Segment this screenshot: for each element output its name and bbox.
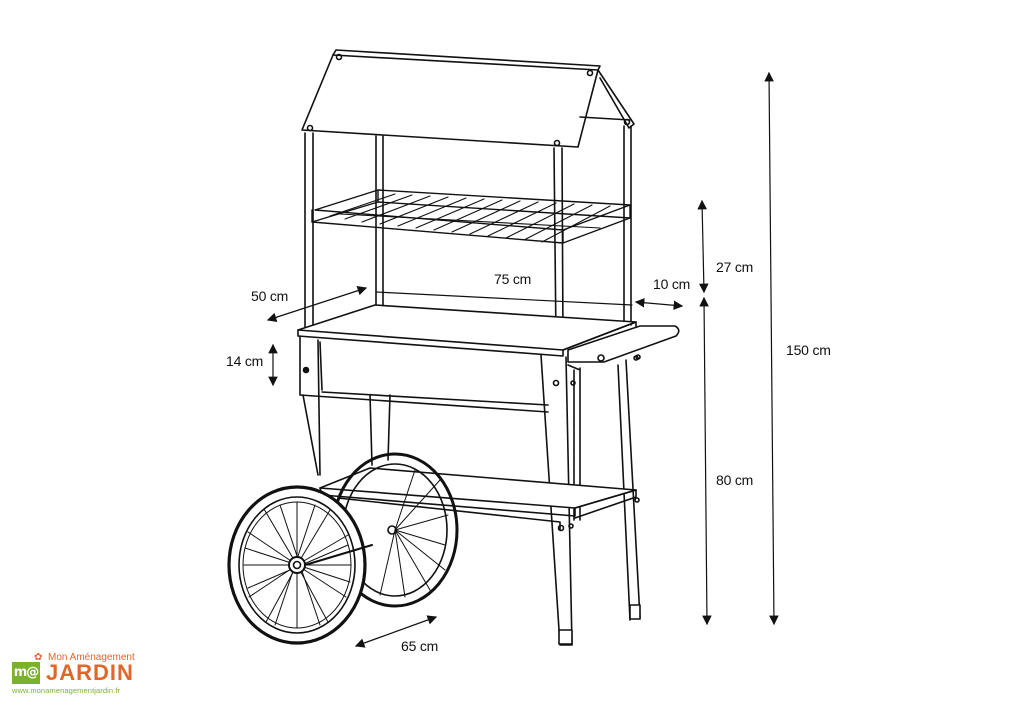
dimension-rack-height-label: 27 cm [716, 259, 754, 275]
planter-box [297, 304, 637, 413]
posts [304, 125, 632, 341]
dimension-arrows [266, 71, 779, 648]
front-wheel [227, 485, 373, 645]
dimension-depth-label: 50 cm [251, 288, 289, 304]
side-shelf [567, 325, 680, 363]
logo-tagline: Mon Aménagement [48, 652, 135, 663]
logo-url: www.monamenagementjardin.fr [12, 686, 121, 695]
flower-icon: ✿ [34, 652, 43, 663]
lower-shelf [319, 467, 637, 531]
logo-mark: m@ [12, 662, 40, 684]
dimension-total-height-label: 150 cm [786, 342, 831, 358]
roof [301, 49, 635, 148]
dimension-width-label: 75 cm [494, 271, 532, 287]
wire-rack [311, 189, 631, 244]
dimension-box-height-label: 14 cm [226, 353, 264, 369]
brand-logo: m@ ✿ Mon Aménagement JARDIN www.monamena… [8, 650, 158, 700]
dimension-side-shelf-label: 10 cm [653, 276, 691, 292]
dimension-table-height-label: 80 cm [716, 472, 754, 488]
logo-name: JARDIN [46, 660, 134, 685]
dimension-wheel-base-label: 65 cm [401, 638, 439, 654]
